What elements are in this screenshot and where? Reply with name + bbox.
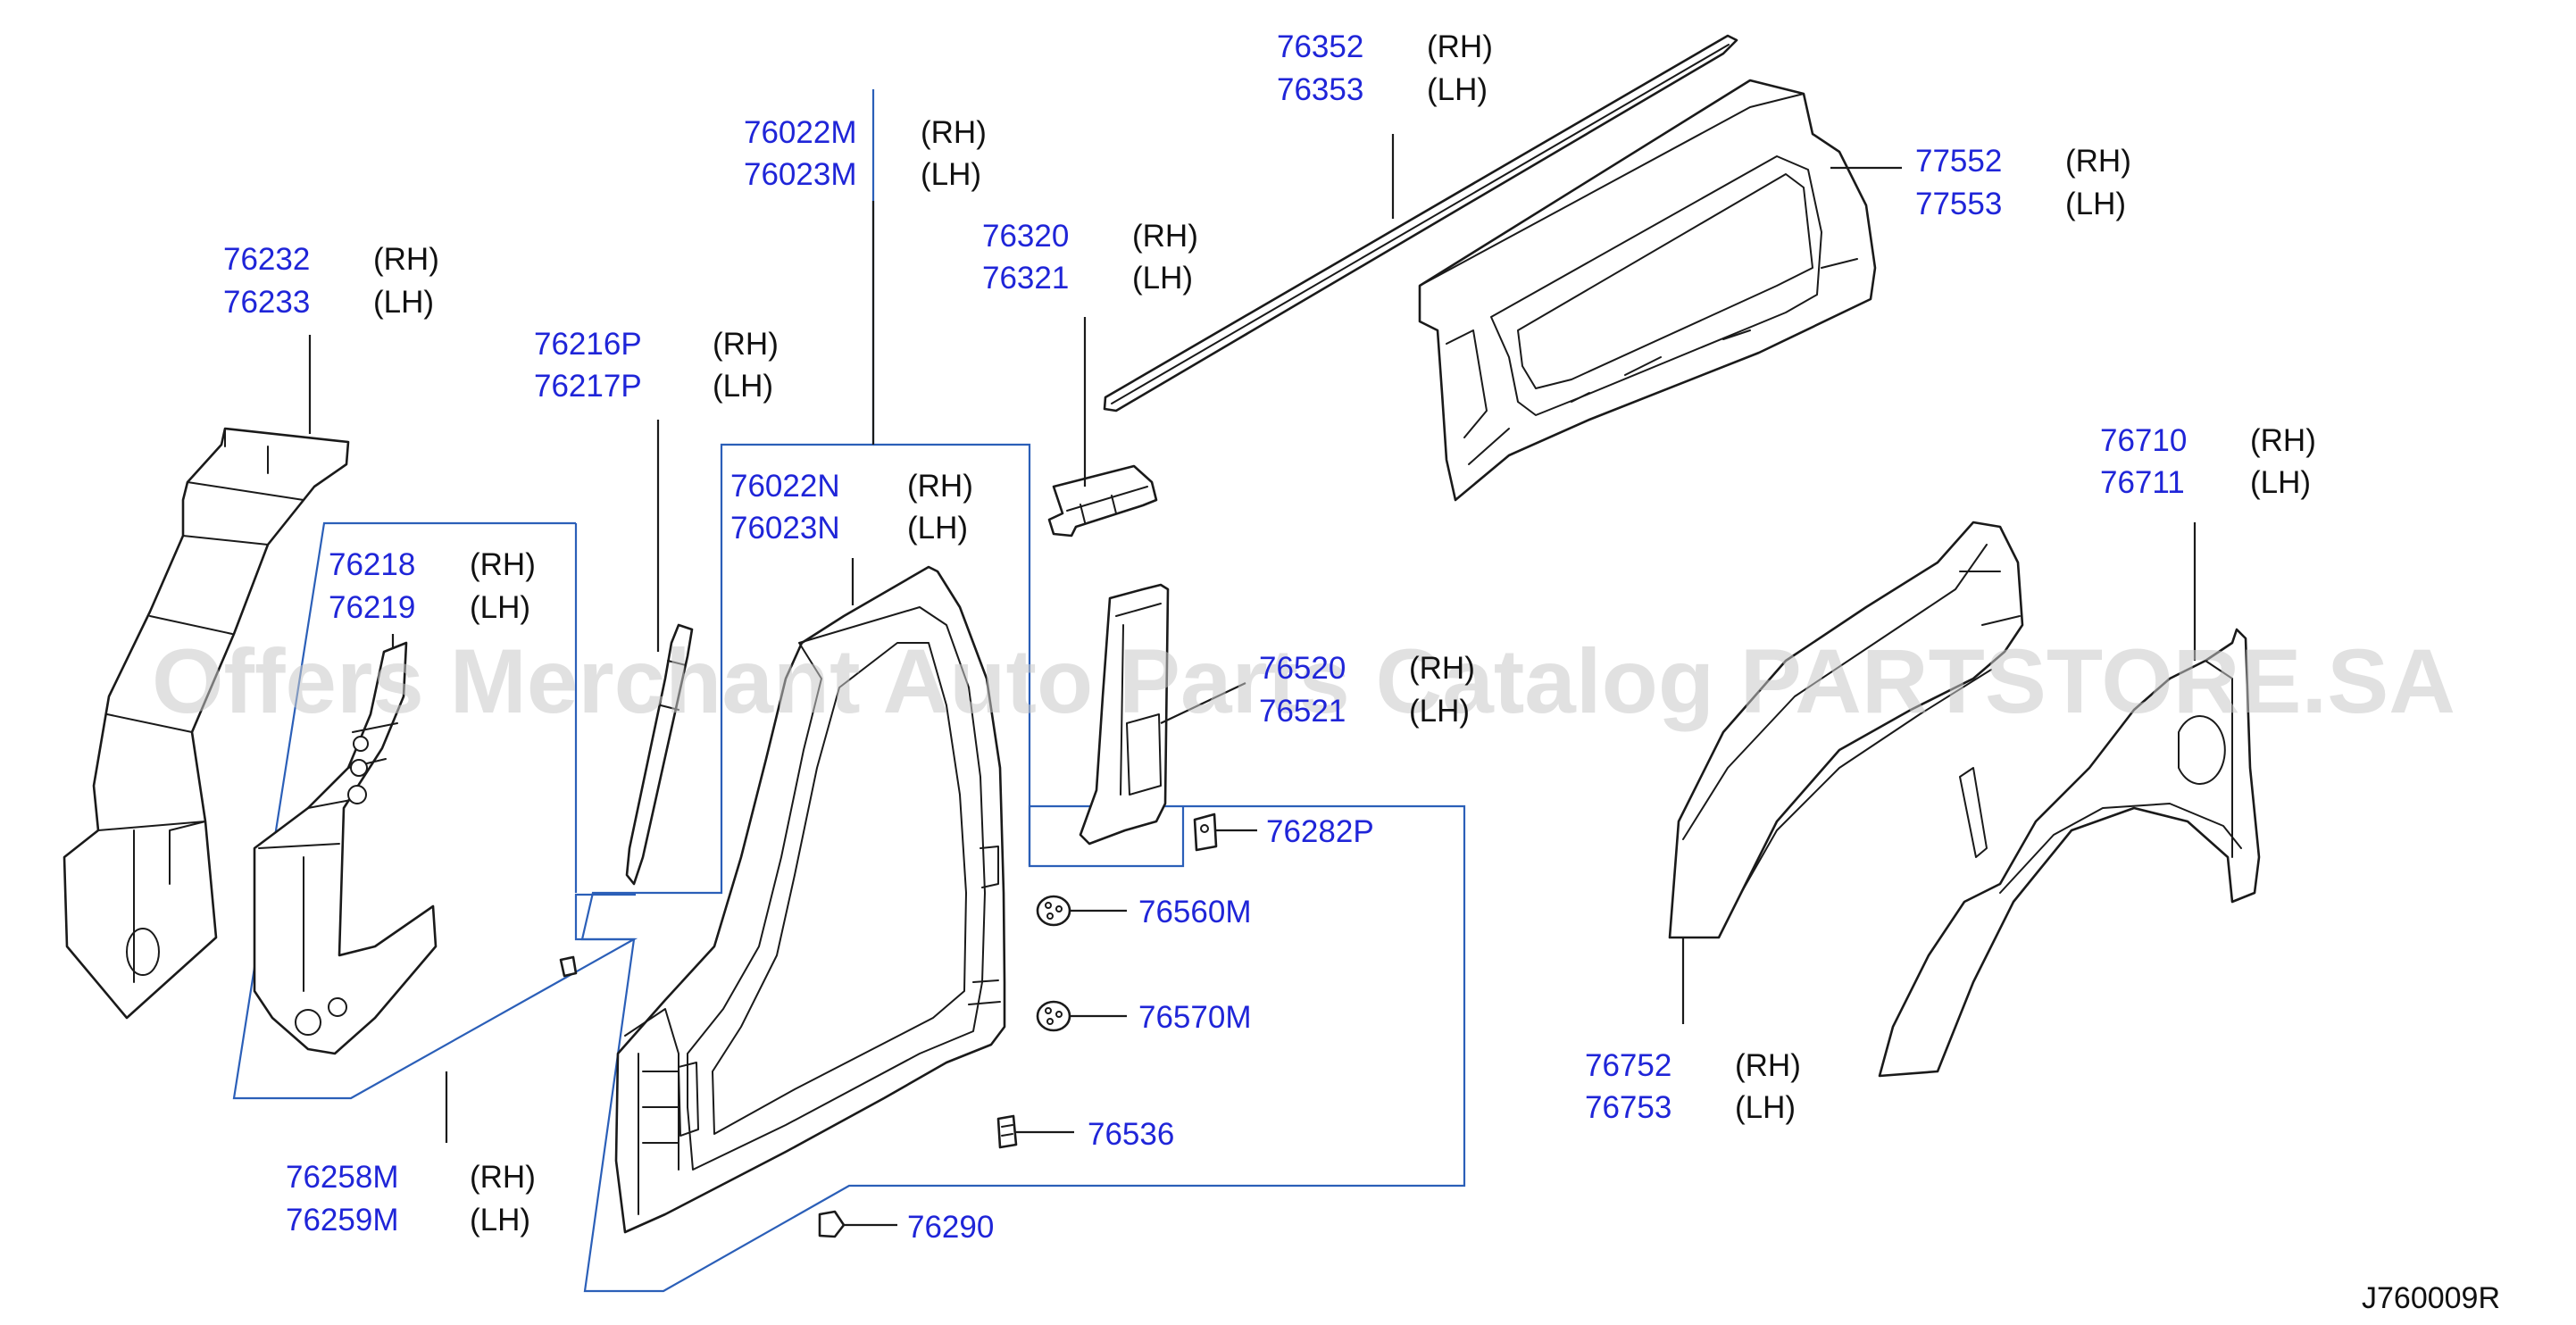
side-label-lh: (LH) (470, 1203, 530, 1238)
part-number-lh[interactable]: 76233 (223, 285, 310, 320)
side-label-lh: (LH) (373, 285, 434, 320)
part-number-lh[interactable]: 77553 (1915, 187, 2002, 221)
side-label-lh: (LH) (1735, 1090, 1796, 1125)
leader-76520 (1160, 682, 1246, 724)
side-label-lh: (LH) (2065, 187, 2126, 221)
part-clip-76258m (559, 955, 578, 978)
part-rear-panel-77552 (1418, 79, 1877, 502)
part-strip-76352 (1103, 34, 1738, 412)
side-label-rh: (RH) (470, 547, 536, 582)
group-outline-main-side (580, 89, 1466, 1293)
callout-76320[interactable]: 76320 (RH) 76321 (LH) (982, 219, 1198, 296)
part-number-lh[interactable]: 76219 (329, 590, 415, 625)
side-label-lh: (LH) (1132, 261, 1193, 296)
side-label-rh: (RH) (2250, 423, 2316, 458)
part-number-lh[interactable]: 76023N (730, 511, 840, 546)
side-label-rh: (RH) (1409, 651, 1475, 686)
part-number-rh[interactable]: 76022N (730, 469, 840, 504)
part-pillar-76520 (1079, 583, 1170, 846)
part-number-lh[interactable]: 76217P (534, 369, 642, 404)
part-grommet-76560m (1036, 895, 1071, 927)
part-number-lh[interactable]: 76521 (1259, 694, 1346, 729)
part-clip-76290 (818, 1210, 846, 1238)
side-label-lh: (LH) (1427, 72, 1488, 107)
part-clip-76536 (996, 1114, 1018, 1149)
part-pillar-76232 (63, 427, 350, 1020)
part-bracket-76320 (1047, 464, 1158, 538)
callout-76710[interactable]: 76710 (RH) 76711 (LH) (2100, 423, 2316, 500)
part-side-frame-76022n (614, 565, 1006, 1234)
side-label-rh: (RH) (2065, 144, 2131, 179)
part-number-rh[interactable]: 76710 (2100, 423, 2187, 458)
part-number-rh[interactable]: 76352 (1277, 29, 1363, 64)
callout-76752[interactable]: 76752 (RH) 76753 (LH) (1585, 1048, 1801, 1125)
part-number-76570m[interactable]: 76570M (1138, 1000, 1251, 1035)
watermark-text: Offers Merchant Auto Parts Catalog PARTS… (152, 630, 2455, 732)
part-number-rh[interactable]: 76752 (1585, 1048, 1671, 1083)
group-outline-side-inner (873, 443, 1185, 868)
part-number-rh[interactable]: 76320 (982, 219, 1069, 254)
part-number-76536[interactable]: 76536 (1088, 1117, 1174, 1152)
side-label-lh: (LH) (470, 590, 530, 625)
part-number-lh[interactable]: 76259M (286, 1203, 398, 1238)
callout-76022n[interactable]: 76022N (RH) 76023N (LH) (730, 469, 973, 546)
callout-76216p[interactable]: 76216P (RH) 76217P (LH) (534, 327, 779, 404)
side-label-rh: (RH) (713, 327, 779, 362)
part-number-lh[interactable]: 76023M (744, 157, 856, 192)
part-number-76560m[interactable]: 76560M (1138, 895, 1251, 929)
side-label-rh: (RH) (373, 242, 439, 277)
callout-76232[interactable]: 76232 (RH) 76233 (LH) (223, 242, 439, 320)
part-number-76282p[interactable]: 76282P (1266, 814, 1374, 849)
part-number-rh[interactable]: 76232 (223, 242, 310, 277)
part-number-lh[interactable]: 76321 (982, 261, 1069, 296)
callout-76258m[interactable]: 76258M (RH) 76259M (LH) (286, 1160, 536, 1238)
part-strip-76216p (625, 623, 694, 886)
part-number-rh[interactable]: 76216P (534, 327, 642, 362)
side-label-lh: (LH) (1409, 694, 1470, 729)
part-fender-76710 (1878, 628, 2261, 1078)
side-label-rh: (RH) (921, 115, 987, 150)
side-label-rh: (RH) (1735, 1048, 1801, 1083)
side-label-rh: (RH) (907, 469, 973, 504)
part-number-rh[interactable]: 77552 (1915, 144, 2002, 179)
side-label-rh: (RH) (1132, 219, 1198, 254)
part-number-lh[interactable]: 76353 (1277, 72, 1363, 107)
part-clip-76282p (1193, 812, 1218, 852)
side-label-lh: (LH) (907, 511, 968, 546)
callout-77552[interactable]: 77552 (RH) 77553 (LH) (1915, 144, 2131, 221)
callout-76218[interactable]: 76218 (RH) 76219 (LH) (329, 547, 536, 625)
diagram-reference-code: J760009R (2362, 1281, 2500, 1315)
callout-76520[interactable]: 76520 (RH) 76521 (LH) (1259, 651, 1475, 729)
part-number-rh[interactable]: 76022M (744, 115, 856, 150)
side-label-lh: (LH) (921, 157, 981, 192)
side-label-rh: (RH) (1427, 29, 1493, 64)
part-number-rh[interactable]: 76218 (329, 547, 415, 582)
side-label-lh: (LH) (2250, 465, 2311, 500)
part-bracket-76218 (253, 641, 438, 1055)
side-label-lh: (LH) (713, 369, 773, 404)
part-number-lh[interactable]: 76753 (1585, 1090, 1671, 1125)
callout-76022m[interactable]: 76022M (RH) 76023M (LH) (744, 115, 987, 192)
callout-76352[interactable]: 76352 (RH) 76353 (LH) (1277, 29, 1493, 107)
part-number-rh[interactable]: 76520 (1259, 651, 1346, 686)
part-wheelhouse-76752 (1668, 521, 2024, 939)
part-grommet-76570m (1036, 1000, 1071, 1032)
part-number-76290[interactable]: 76290 (907, 1210, 994, 1245)
part-number-lh[interactable]: 76711 (2100, 465, 2185, 500)
part-number-rh[interactable]: 76258M (286, 1160, 398, 1195)
side-label-rh: (RH) (470, 1160, 536, 1195)
